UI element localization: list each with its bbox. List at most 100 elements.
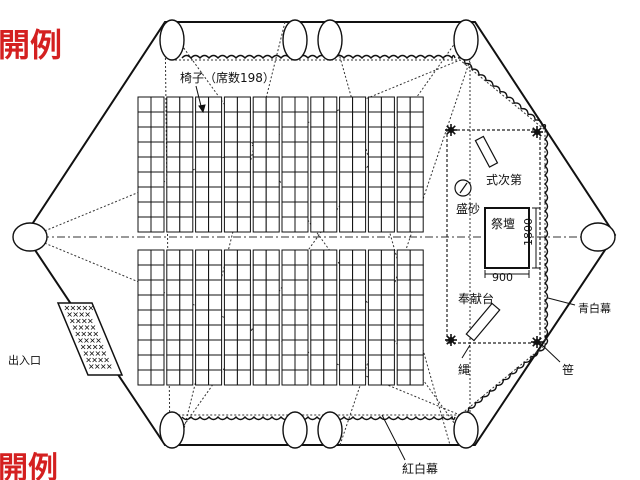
chair [396, 264, 411, 281]
chair [137, 324, 152, 341]
chair [367, 216, 382, 233]
chair [223, 216, 238, 233]
chair [236, 111, 251, 128]
chair [236, 216, 251, 233]
chair [281, 369, 296, 386]
chair [323, 186, 338, 203]
chair [137, 264, 152, 281]
chair [265, 294, 280, 311]
chair [310, 111, 325, 128]
chair [396, 324, 411, 341]
chair [195, 324, 210, 341]
chair [223, 141, 238, 158]
chair [339, 264, 354, 281]
chair [223, 186, 238, 203]
chair [208, 249, 223, 266]
chair [380, 126, 395, 143]
chair [252, 324, 267, 341]
chair [294, 309, 309, 326]
chair [137, 309, 152, 326]
chair [380, 216, 395, 233]
chair [195, 279, 210, 296]
chair [179, 141, 194, 158]
chair [396, 96, 411, 113]
chair [208, 279, 223, 296]
chair [265, 201, 280, 218]
chair [294, 339, 309, 356]
chairs-leader-arrow [195, 85, 206, 114]
chair [137, 216, 152, 233]
chair [409, 369, 424, 386]
chair [150, 279, 165, 296]
chair [409, 126, 424, 143]
chair [265, 264, 280, 281]
chair [352, 324, 367, 341]
chair [208, 201, 223, 218]
chair [310, 186, 325, 203]
chair [339, 216, 354, 233]
chair [396, 156, 411, 173]
chair [150, 369, 165, 386]
chair [380, 339, 395, 356]
chair [179, 171, 194, 188]
chair [137, 339, 152, 356]
chair [223, 369, 238, 386]
chair [323, 339, 338, 356]
chair [380, 279, 395, 296]
chair [208, 186, 223, 203]
chair [380, 156, 395, 173]
chair [208, 369, 223, 386]
rope-label: 縄 [458, 362, 470, 377]
chair [409, 216, 424, 233]
chair [208, 309, 223, 326]
bamboo-label: 笹 [562, 363, 574, 377]
chair [252, 171, 267, 188]
chair [252, 141, 267, 158]
chair [323, 111, 338, 128]
chair [323, 354, 338, 371]
chair [166, 249, 181, 266]
chair [208, 324, 223, 341]
chair [409, 294, 424, 311]
altar [484, 207, 530, 269]
chair [367, 141, 382, 158]
chair [367, 354, 382, 371]
chair [223, 171, 238, 188]
pole-circle [453, 19, 479, 61]
chair [208, 171, 223, 188]
chair [137, 369, 152, 386]
chair [195, 111, 210, 128]
chair [396, 141, 411, 158]
chair [281, 294, 296, 311]
altar-area-boundary [446, 129, 541, 344]
bamboo-leader-line [539, 342, 561, 363]
chair [352, 156, 367, 173]
chair [195, 186, 210, 203]
altar-dimension-lines [484, 207, 540, 278]
chair [150, 141, 165, 158]
chair [252, 369, 267, 386]
bamboo-marker [531, 126, 543, 138]
chair [380, 369, 395, 386]
chair [294, 96, 309, 113]
chair [323, 309, 338, 326]
chair [352, 171, 367, 188]
chair [310, 324, 325, 341]
chair [409, 111, 424, 128]
chair [137, 156, 152, 173]
chair [310, 96, 325, 113]
chair [380, 294, 395, 311]
chair [236, 126, 251, 143]
chair [223, 339, 238, 356]
offering-table [465, 302, 501, 342]
chair [352, 354, 367, 371]
chair [236, 96, 251, 113]
chair [150, 354, 165, 371]
chair [252, 111, 267, 128]
pole-circle [159, 411, 185, 449]
chair [352, 279, 367, 296]
chair [208, 216, 223, 233]
chair [281, 186, 296, 203]
chair [195, 354, 210, 371]
chair [380, 264, 395, 281]
